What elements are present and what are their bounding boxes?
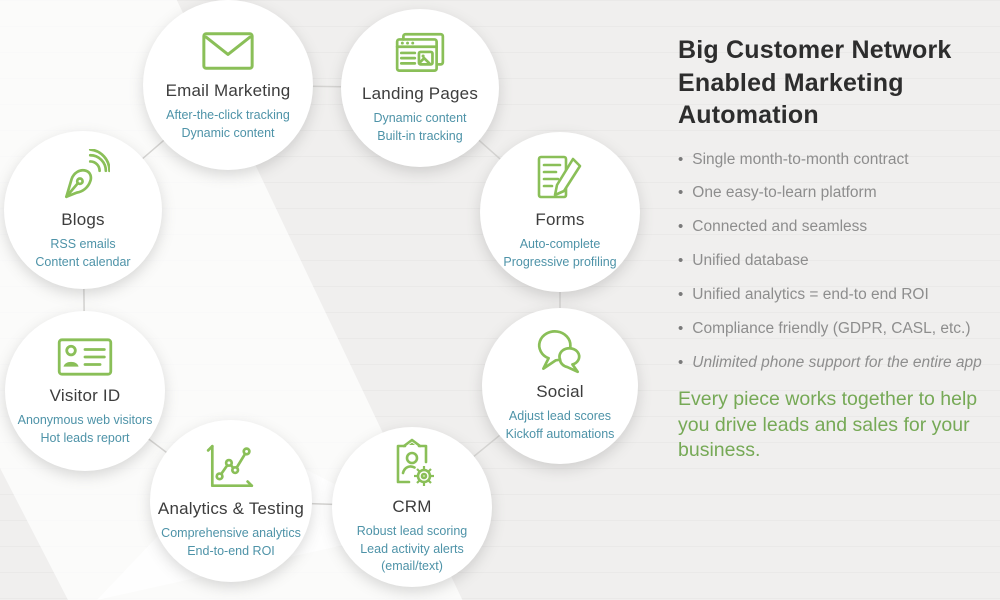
circle-subtitle: Adjust lead scores bbox=[508, 409, 612, 423]
benefit-text: Single month-to-month contract bbox=[692, 150, 909, 168]
bullet-dot: • bbox=[678, 354, 684, 372]
circle-subtitle: Built-in tracking bbox=[377, 128, 463, 143]
circle-crm: CRM Robust lead scoring Lead activity al… bbox=[332, 427, 492, 587]
benefit-item: • Compliance friendly (GDPR, CASL, etc.) bbox=[678, 319, 984, 340]
circle-subtitle: Content calendar bbox=[35, 254, 131, 269]
circle-subtitle: RSS emails bbox=[50, 237, 116, 251]
benefit-item: • Single month-to-month contract bbox=[678, 150, 984, 171]
pen-rss-icon bbox=[56, 148, 111, 203]
panel-title: Big Customer Network Enabled Marketing A… bbox=[678, 36, 952, 129]
benefit-text: Compliance friendly (GDPR, CASL, etc.) bbox=[692, 320, 971, 338]
circle-subtitle: Auto-complete bbox=[519, 237, 601, 251]
benefit-text: Connected and seamless bbox=[692, 218, 868, 236]
benefit-text: Unlimited phone support for the entire a… bbox=[692, 354, 982, 372]
circle-title: Visitor ID bbox=[49, 386, 121, 405]
circle-subtitle: Robust lead scoring bbox=[356, 524, 468, 539]
bullet-dot: • bbox=[678, 320, 684, 338]
circle-title: Analytics & Testing bbox=[157, 499, 305, 518]
circle-title: Landing Pages bbox=[361, 84, 479, 103]
circle-subtitle: (email/text) bbox=[381, 559, 443, 574]
circle-subtitle: Anonymous web visitors bbox=[17, 413, 153, 427]
benefit-text: Unified analytics = end-to end ROI bbox=[692, 286, 929, 304]
benefits-panel: Big Customer Network Enabled Marketing A… bbox=[678, 34, 984, 464]
clipboard-gear-icon bbox=[386, 438, 438, 490]
circle-landing-pages: Landing Pages Dynamic content Built-in t… bbox=[341, 9, 499, 167]
circle-title: Blogs bbox=[61, 210, 105, 229]
benefit-item: • Unlimited phone support for the entire… bbox=[678, 353, 984, 374]
bullet-dot: • bbox=[678, 184, 684, 202]
line-chart-icon bbox=[204, 442, 258, 492]
circle-forms: Forms Auto-complete Progressive profilin… bbox=[480, 132, 640, 292]
chat-bubbles-icon bbox=[533, 329, 587, 375]
circle-subtitle: After-the-click tracking bbox=[166, 108, 290, 122]
benefit-item: • One easy-to-learn platform bbox=[678, 183, 984, 204]
benefit-text: One easy-to-learn platform bbox=[692, 184, 877, 202]
benefit-item: • Unified analytics = end-to end ROI bbox=[678, 285, 984, 306]
circle-title: Social bbox=[536, 382, 584, 401]
document-pencil-icon bbox=[534, 153, 586, 203]
benefits-list: • Single month-to-month contract • One e… bbox=[678, 150, 984, 374]
benefit-item: • Unified database bbox=[678, 251, 984, 272]
benefit-text: Unified database bbox=[692, 252, 809, 270]
bullet-dot: • bbox=[678, 286, 684, 304]
circle-subtitle: Hot leads report bbox=[40, 430, 130, 445]
circle-email-marketing: Email Marketing After-the-click tracking… bbox=[143, 0, 313, 170]
bullet-dot: • bbox=[678, 150, 684, 168]
envelope-icon bbox=[200, 28, 256, 74]
benefit-item: • Connected and seamless bbox=[678, 217, 984, 238]
circle-blogs: Blogs RSS emails Content calendar bbox=[4, 131, 162, 289]
circle-subtitle: End-to-end ROI bbox=[187, 543, 275, 558]
circle-analytics-testing: Analytics & Testing Comprehensive analyt… bbox=[150, 420, 312, 582]
circle-subtitle: Dynamic content bbox=[373, 111, 467, 125]
circle-subtitle: Comprehensive analytics bbox=[161, 526, 301, 540]
bullet-dot: • bbox=[678, 252, 684, 270]
circle-subtitle: Kickoff automations bbox=[505, 426, 615, 441]
circle-subtitle: Progressive profiling bbox=[503, 254, 617, 269]
circle-social: Social Adjust lead scores Kickoff automa… bbox=[482, 308, 638, 464]
closing-statement: Every piece works together to help you d… bbox=[678, 387, 978, 462]
circle-title: Email Marketing bbox=[165, 81, 291, 100]
circle-title: CRM bbox=[392, 497, 432, 517]
circle-subtitle: Lead activity alerts bbox=[360, 541, 464, 556]
bullet-dot: • bbox=[678, 218, 684, 236]
circle-subtitle: Dynamic content bbox=[181, 125, 275, 140]
landing-pages-icon bbox=[393, 31, 447, 77]
id-card-icon bbox=[56, 335, 114, 379]
circle-title: Forms bbox=[535, 210, 585, 229]
circle-visitor-id: Visitor ID Anonymous web visitors Hot le… bbox=[5, 311, 165, 471]
